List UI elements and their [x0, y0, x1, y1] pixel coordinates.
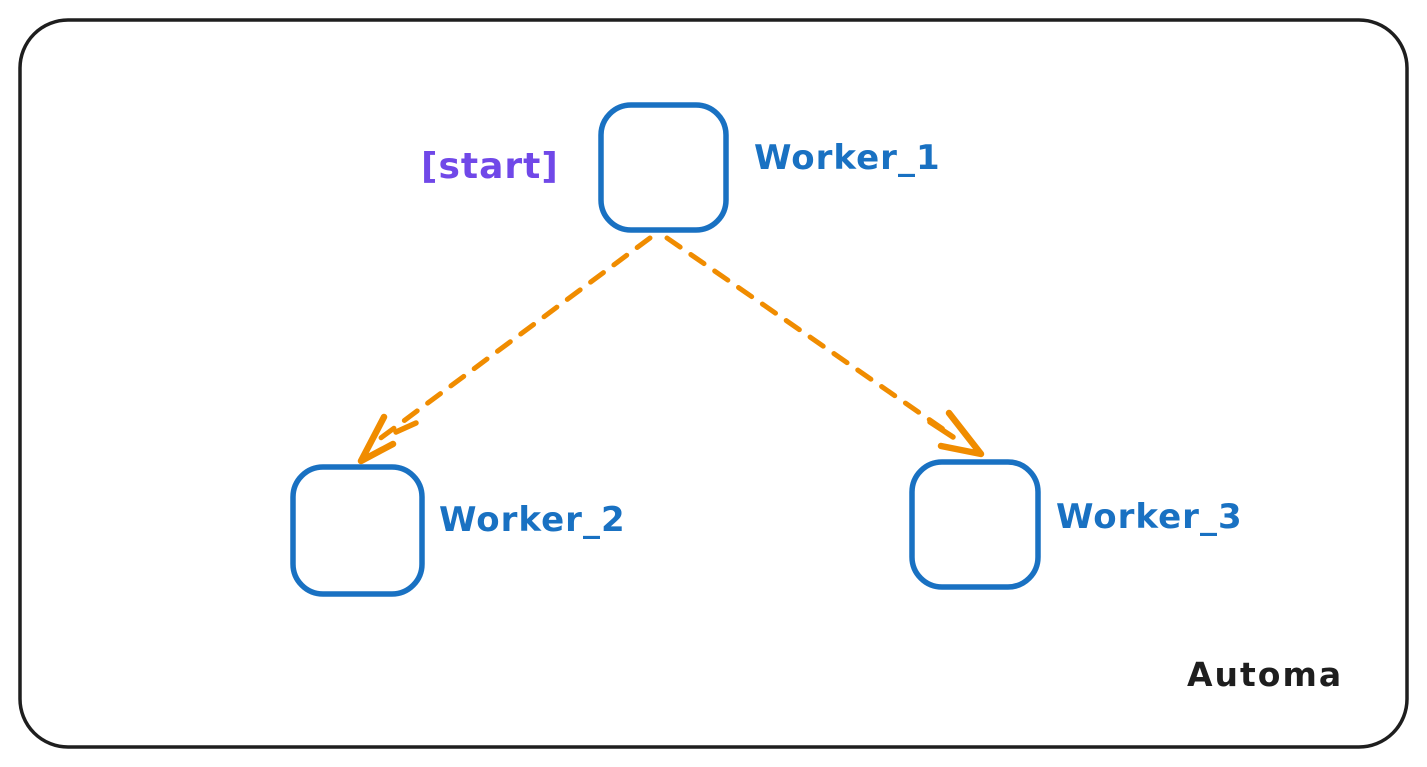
node-worker-3[interactable]	[909, 459, 1041, 590]
node-label-worker-2[interactable]: Worker_2	[439, 500, 626, 540]
edge-worker1-to-worker2[interactable]	[357, 235, 653, 465]
node-label-worker-3[interactable]: Worker_3	[1056, 497, 1243, 537]
edge-worker1-worker3-shaft	[664, 235, 956, 439]
arrowhead-worker2-icon	[357, 413, 397, 465]
edge-worker1-worker2-shaft	[371, 235, 653, 446]
start-annotation-label[interactable]: [start]	[421, 146, 559, 187]
arrowhead-worker3-icon	[937, 409, 985, 458]
node-worker-1[interactable]	[598, 102, 729, 233]
watermark: Automa	[1187, 655, 1344, 694]
canvas-frame	[18, 18, 1409, 749]
node-worker-2[interactable]	[290, 464, 425, 597]
node-label-worker-1[interactable]: Worker_1	[754, 138, 941, 178]
edge-worker1-to-worker3[interactable]	[664, 235, 985, 458]
arrowhead-worker3-tick-icon	[927, 419, 956, 440]
arrowhead-worker2-tick-icon	[393, 420, 419, 435]
